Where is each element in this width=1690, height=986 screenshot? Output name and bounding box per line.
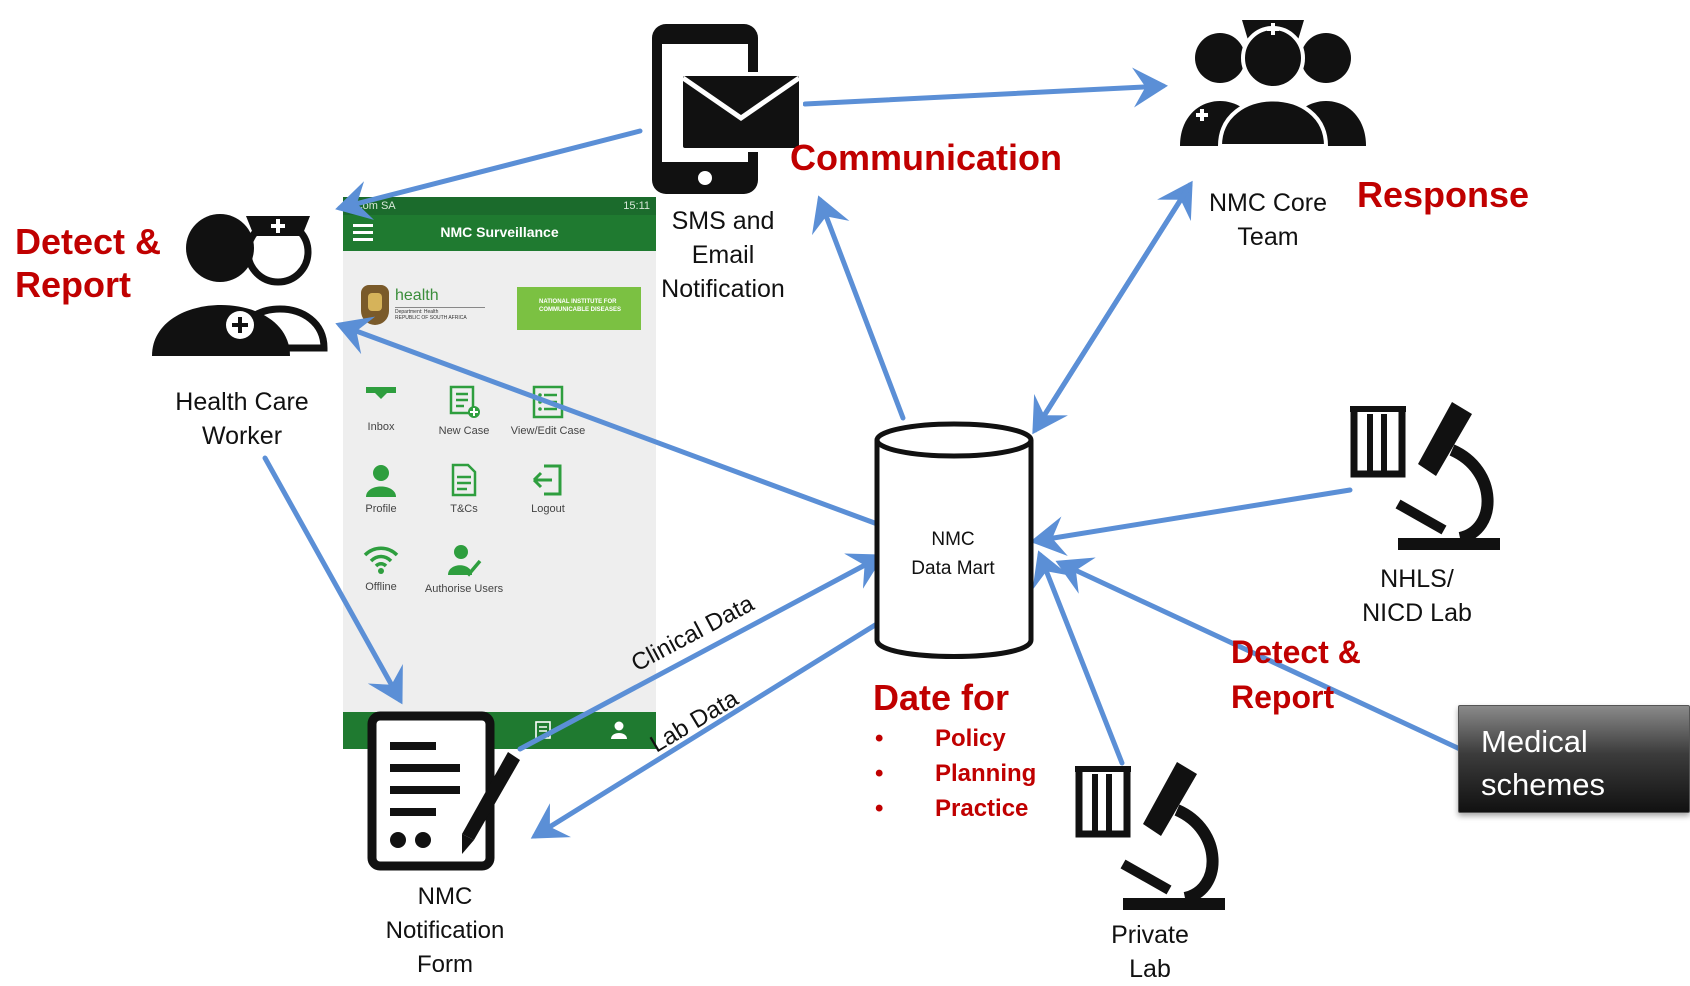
arrow-datamart-to-form (530, 619, 883, 839)
nav-profile-icon[interactable] (609, 720, 629, 740)
notification-form-caption: NMC Notification Form (385, 883, 505, 978)
arrow-core-team-to-datamart-down (1032, 182, 1193, 435)
arrow-datamart-to-health-worker (335, 316, 883, 528)
date-for-item-policy: Policy (935, 725, 1006, 752)
menu-label-logout: Logout (531, 503, 565, 515)
logout-icon (532, 464, 562, 496)
arrow-sms-to-health-worker (335, 128, 643, 220)
date-for-title: Date for (873, 677, 1010, 718)
health-department-logo: health Department: Health REPUBLIC OF SO… (361, 285, 485, 329)
menu-tile-terms[interactable]: T&Cs (416, 463, 512, 515)
arrow-medical-schemes-to-datamart (1055, 557, 1465, 753)
authorise-users-icon (448, 545, 482, 577)
app-title: NMC Surveillance (440, 224, 559, 240)
medical-schemes-box: Medical schemes (1458, 705, 1690, 813)
private-lab-caption: Private Lab (1111, 921, 1189, 983)
data-mart-label: NMC Data Mart (911, 529, 995, 579)
surveillance-app-screenshot: acom SA 15:11 NMC Surveillance health De… (343, 197, 656, 749)
menu-tile-logout[interactable]: Logout (500, 463, 596, 515)
detect-report-title: Detect & Report (15, 221, 162, 305)
hamburger-menu-icon[interactable] (353, 224, 373, 242)
menu-tile-inbox[interactable]: Inbox (343, 385, 429, 433)
menu-label-profile: Profile (365, 503, 397, 515)
health-worker-icon (152, 214, 328, 356)
menu-label-inbox: Inbox (367, 421, 395, 433)
status-time: 15:11 (623, 200, 650, 212)
arrow-form-to-datamart (517, 553, 885, 752)
health-logo-subtext: Department: Health REPUBLIC OF SOUTH AFR… (395, 309, 467, 321)
app-bar: NMC Surveillance (343, 215, 656, 251)
core-team-caption: NMC Core Team (1208, 189, 1328, 251)
menu-label-offline: Offline (365, 581, 397, 593)
nicd-logo: NATIONAL INSTITUTE FOR COMMUNICABLE DISE… (517, 287, 641, 330)
date-for-item-practice: Practice (935, 795, 1029, 822)
sms-phone-icon (652, 24, 803, 194)
new-case-icon (449, 385, 480, 418)
bullet: • (875, 760, 884, 787)
menu-label-terms: T&Cs (450, 503, 478, 515)
health-logo-text: health (395, 287, 439, 304)
bullet: • (875, 795, 884, 822)
communication-title: Communication (790, 137, 1063, 178)
arrow-private-lab-to-datamart (1032, 550, 1125, 766)
arrow-nhls-to-datamart (1030, 487, 1353, 556)
nicd-logo-text: NATIONAL INSTITUTE FOR COMMUNICABLE DISE… (539, 299, 622, 313)
date-for-item-planning: Planning (935, 760, 1037, 787)
arrow-datamart-to-sms (811, 195, 906, 421)
menu-label-new-case: New Case (438, 425, 490, 437)
arrow-sms-to-core-team (802, 67, 1168, 108)
menu-tile-profile[interactable]: Profile (343, 463, 429, 515)
health-worker-caption: Health Care Worker (175, 388, 309, 450)
sms-caption: SMS and Email Notification (661, 207, 785, 303)
inbox-icon (366, 387, 396, 399)
core-team-icon (1180, 20, 1366, 148)
medical-schemes-label: Medical schemes (1481, 724, 1606, 802)
database-icon (874, 421, 1034, 659)
nhls-caption: NHLS/ NICD Lab (1362, 565, 1472, 627)
menu-label-authorise-users: Authorise Users (424, 583, 504, 595)
private-lab-microscope-icon (1075, 762, 1225, 910)
nhls-microscope-icon (1350, 402, 1500, 550)
menu-tile-authorise-users[interactable]: Authorise Users (416, 543, 512, 595)
bullet: • (875, 725, 884, 752)
menu-label-view-edit-case: View/Edit Case (510, 425, 586, 437)
notification-form-icon (367, 711, 520, 871)
lab-detect-report-title: Detect & Report (1231, 634, 1361, 715)
response-title: Response (1357, 174, 1530, 215)
profile-icon (366, 465, 396, 497)
wifi-icon (363, 546, 399, 574)
menu-tile-offline[interactable]: Offline (343, 543, 429, 593)
terms-icon (451, 463, 477, 497)
menu-tile-new-case[interactable]: New Case (416, 385, 512, 437)
arrow-health-worker-to-form (262, 455, 403, 705)
